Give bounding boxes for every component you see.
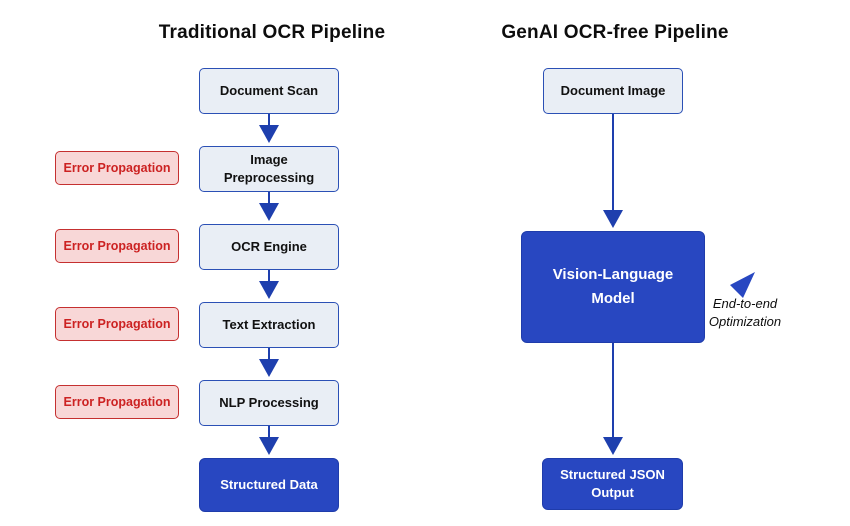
node-ocr-engine: OCR Engine (199, 224, 339, 270)
node-structured-data: Structured Data (199, 458, 339, 512)
node-document-image: Document Image (543, 68, 683, 114)
annotation-line2: Optimization (708, 314, 782, 330)
left-pipeline-title: Traditional OCR Pipeline (158, 22, 386, 43)
error-propagation-label: Error Propagation (55, 385, 179, 419)
node-structured-json-output: Structured JSON Output (542, 458, 683, 510)
node-text-extraction: Text Extraction (199, 302, 339, 348)
node-document-scan: Document Scan (199, 68, 339, 114)
annotation-line1: End-to-end (712, 296, 778, 311)
node-nlp-processing: NLP Processing (199, 380, 339, 426)
error-propagation-label: Error Propagation (55, 151, 179, 185)
node-vision-language-model: Vision-Language Model (521, 231, 705, 343)
end-to-end-optimization-label: End-to-end Optimization (695, 295, 795, 331)
node-image-preprocessing: Image Preprocessing (199, 146, 339, 192)
error-propagation-label: Error Propagation (55, 229, 179, 263)
error-propagation-label: Error Propagation (55, 307, 179, 341)
right-pipeline-title: GenAI OCR-free Pipeline (501, 22, 729, 43)
